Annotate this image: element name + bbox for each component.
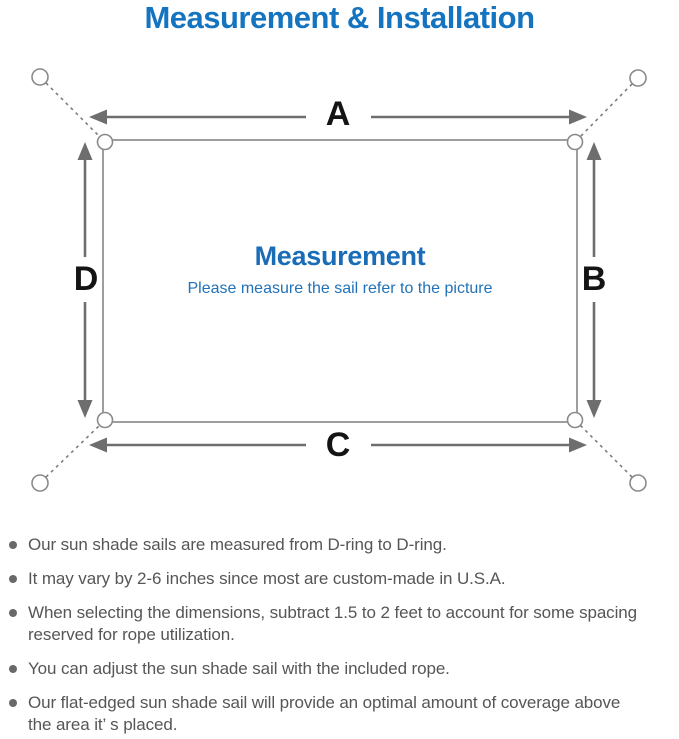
rope-line-bottom-right (579, 424, 633, 478)
note-text: Our flat-edged sun shade sail will provi… (28, 693, 621, 734)
dimension-label-a: A (325, 95, 351, 133)
rope-line-bottom-left (45, 424, 101, 478)
arrow-a-left-head-icon (89, 109, 107, 125)
rope-dashed-lines (45, 82, 633, 478)
arrow-c-left-head-icon (89, 437, 107, 453)
dimension-arrows (77, 109, 602, 453)
diagram-center-text: Measurement Please measure the sail refe… (103, 241, 577, 298)
d-rings (96, 133, 584, 429)
arrow-a-right-head-icon (569, 109, 587, 125)
notes-list: Our sun shade sails are measured from D-… (0, 534, 679, 739)
diagram-center-title: Measurement (254, 241, 426, 271)
note-text: When selecting the dimensions, subtract … (28, 603, 637, 644)
dimension-label-b: B (581, 260, 607, 298)
arrow-d-up-head-icon (77, 142, 93, 160)
arrow-c-right-head-icon (569, 437, 587, 453)
anchor-ring-icon-bottom-left (31, 474, 49, 492)
d-ring-icon-bottom-left (96, 411, 114, 429)
anchor-ring-icon-top-right (629, 69, 647, 87)
list-item: Our flat-edged sun shade sail will provi… (9, 692, 679, 736)
diagram-center-subtitle: Please measure the sail refer to the pic… (187, 280, 493, 297)
dimension-label-c: C (325, 426, 351, 464)
sail-rectangle (102, 139, 578, 423)
list-item: Our sun shade sails are measured from D-… (9, 534, 679, 556)
anchor-ring-icon-top-left (31, 68, 49, 86)
list-item: You can adjust the sun shade sail with t… (9, 658, 679, 680)
bullet-dot-icon (9, 609, 17, 617)
anchor-rings (31, 68, 647, 492)
arrow-b-up-head-icon (586, 142, 602, 160)
list-item: It may vary by 2-6 inches since most are… (9, 568, 679, 590)
bullet-dot-icon (9, 699, 17, 707)
bullet-dot-icon (9, 665, 17, 673)
anchor-ring-icon-bottom-right (629, 474, 647, 492)
dimension-label-d: D (73, 260, 99, 298)
d-ring-icon-bottom-right (566, 411, 584, 429)
note-text: Our sun shade sails are measured from D-… (28, 535, 447, 554)
rope-line-top-right (579, 83, 633, 138)
list-item: When selecting the dimensions, subtract … (9, 602, 679, 646)
bullet-dot-icon (9, 541, 17, 549)
bullet-dot-icon (9, 575, 17, 583)
page-title: Measurement & Installation (144, 0, 535, 35)
note-text: You can adjust the sun shade sail with t… (28, 659, 450, 678)
rope-line-top-left (45, 82, 101, 138)
d-ring-icon-top-left (96, 133, 114, 151)
arrow-b-down-head-icon (586, 400, 602, 418)
d-ring-icon-top-right (566, 133, 584, 151)
note-text: It may vary by 2-6 inches since most are… (28, 569, 506, 588)
arrow-d-down-head-icon (77, 400, 93, 418)
